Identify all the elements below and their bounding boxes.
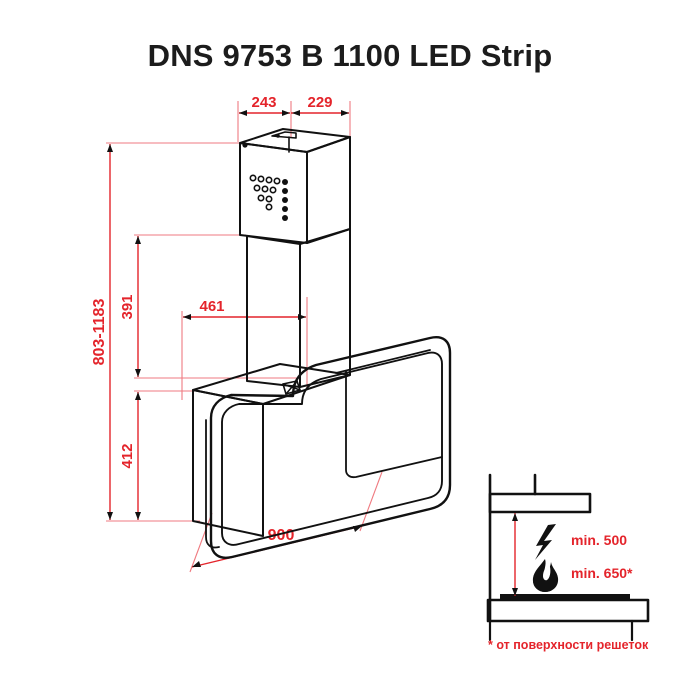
dimension-label-243: 243 <box>251 94 276 111</box>
dimension-243-229: 243 229 <box>239 94 349 116</box>
dimension-label-803-1183: 803-1183 <box>91 299 108 366</box>
dimension-391: 391 <box>119 236 141 377</box>
dimension-label-412: 412 <box>119 443 136 468</box>
lightning-bolt-icon <box>535 524 556 560</box>
dimension-label-391: 391 <box>119 294 136 319</box>
dimension-label-229: 229 <box>307 94 332 111</box>
inset-footnote: * от поверхности решеток <box>488 638 649 652</box>
clearance-label-electric: min. 500 <box>571 532 627 548</box>
flame-icon <box>532 559 559 592</box>
dimension-extension-lines <box>106 101 351 522</box>
hood-body-box <box>192 363 351 537</box>
chimney-lower-section <box>246 228 351 388</box>
dimension-label-461: 461 <box>199 298 224 315</box>
dimension-461: 461 <box>183 298 306 320</box>
clearance-inset-diagram: min. 500 min. 650* * от поверхности реше… <box>486 473 650 652</box>
dimension-803-1183: 803-1183 <box>91 144 113 520</box>
hood-glass-panel <box>205 336 452 559</box>
page-title: DNS 9753 B 1100 LED Strip <box>147 38 553 73</box>
control-panel-dots[interactable] <box>249 174 288 221</box>
clearance-label-gas: min. 650* <box>571 565 633 581</box>
dimension-412: 412 <box>119 392 141 520</box>
